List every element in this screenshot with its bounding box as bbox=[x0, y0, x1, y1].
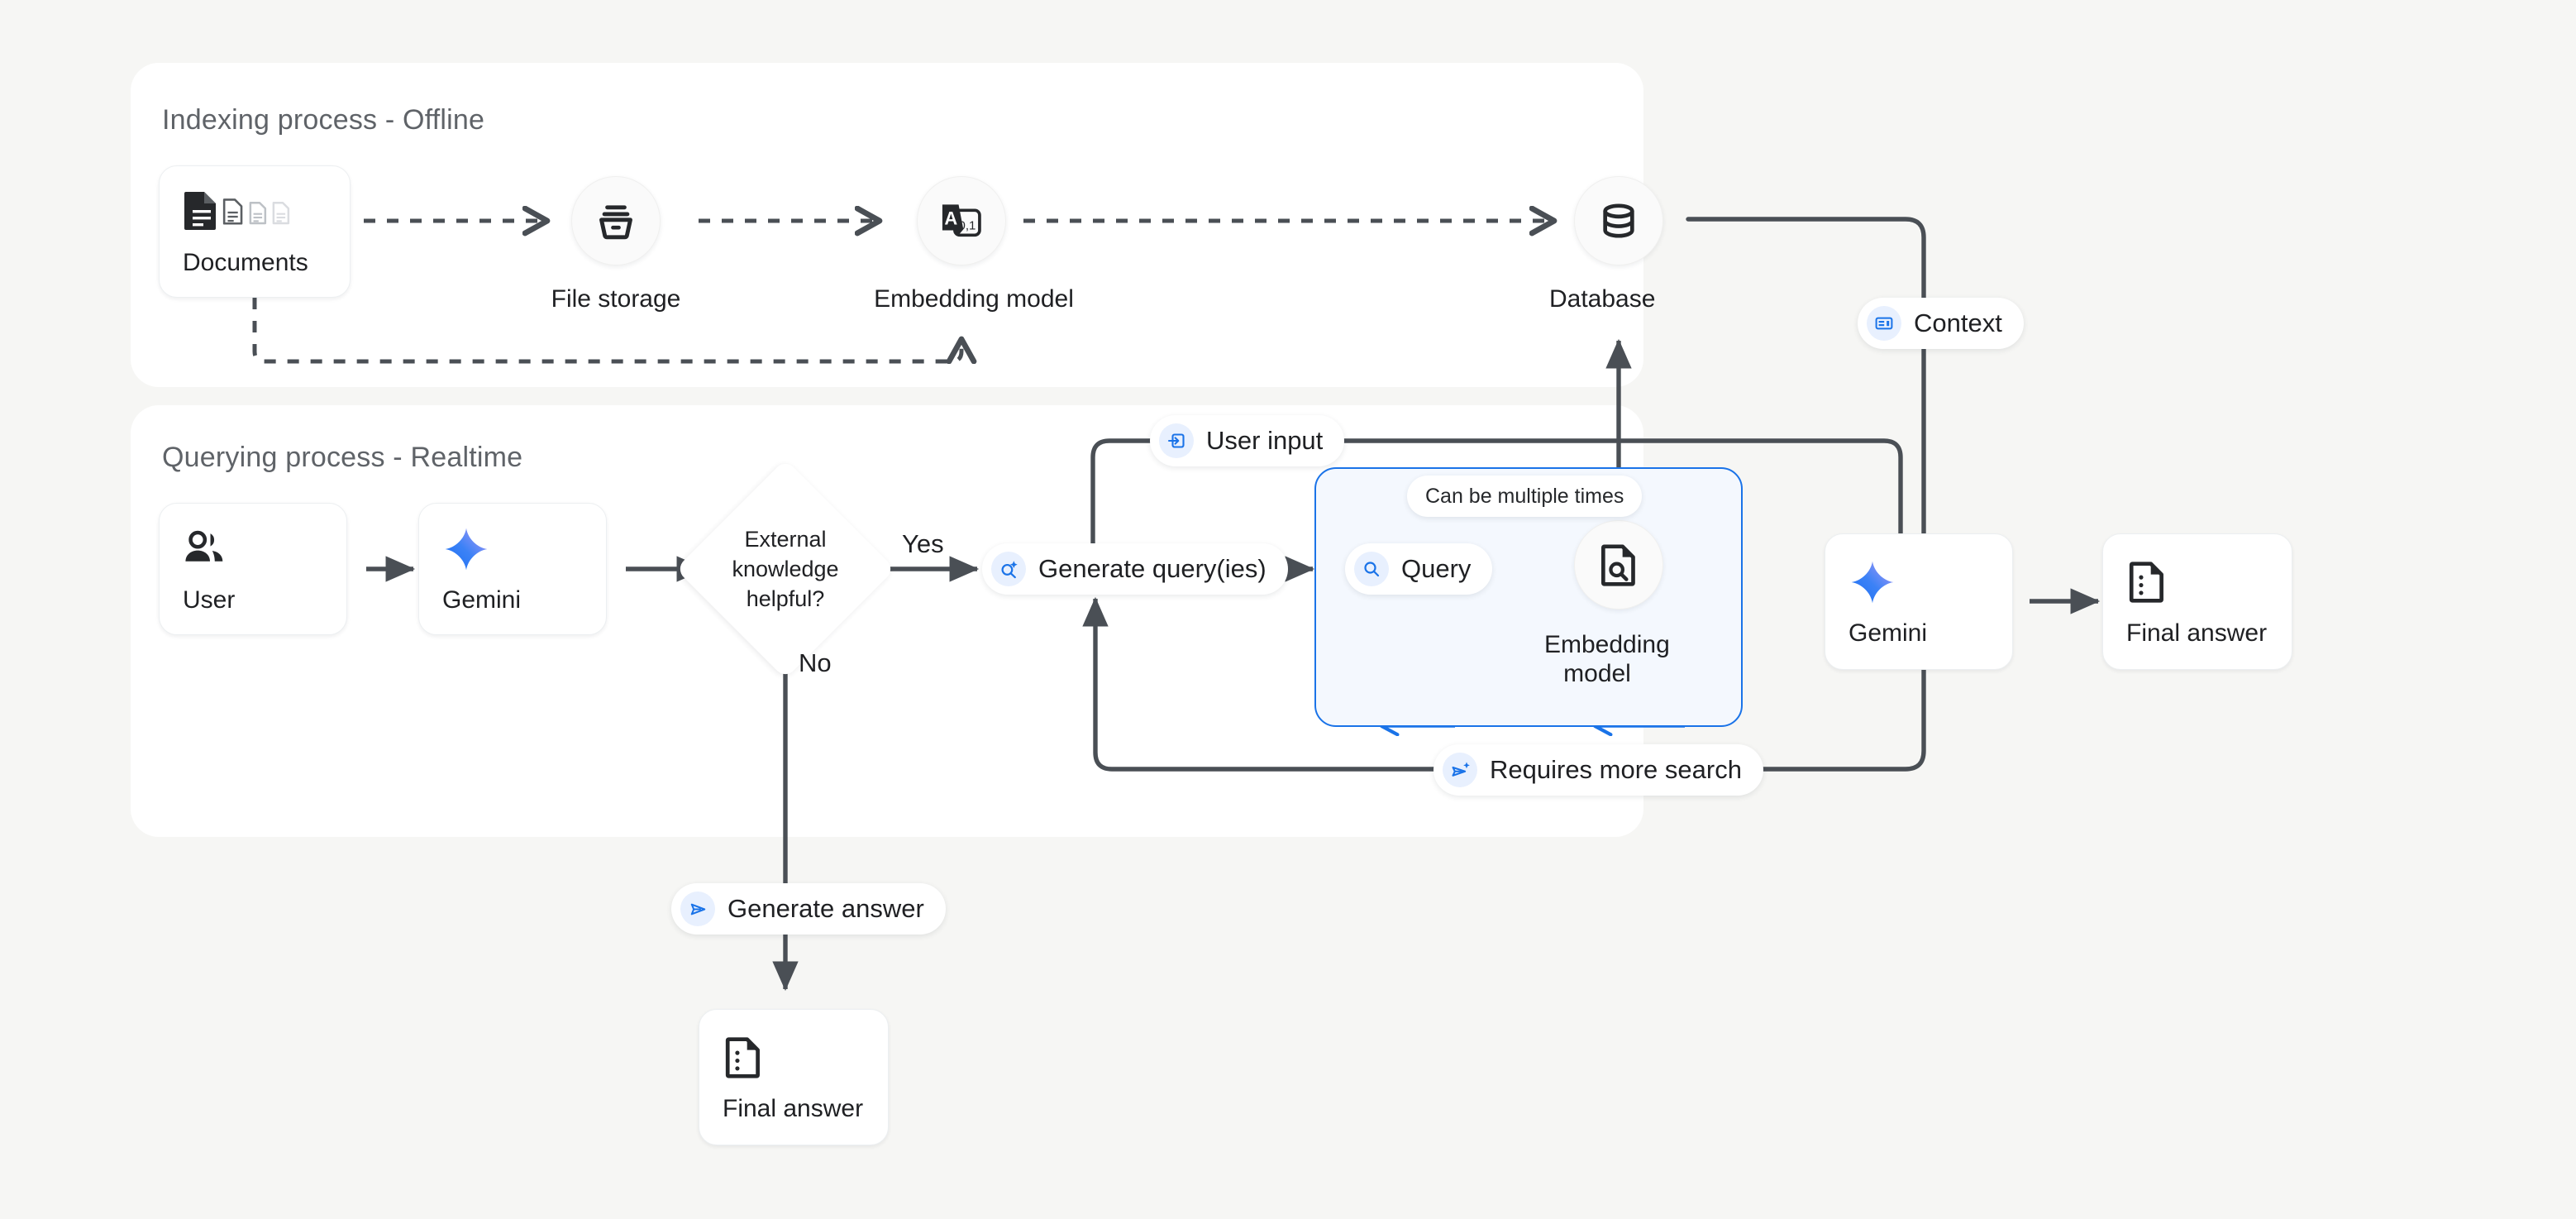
gemini-sparkle-icon bbox=[442, 523, 606, 575]
document-search-icon bbox=[1601, 544, 1635, 586]
gemini-right-label: Gemini bbox=[1849, 619, 1928, 647]
generate-answer-label: Generate answer bbox=[727, 894, 924, 923]
embedding-model-label: Embedding model bbox=[874, 285, 1074, 313]
embedding-model-node[interactable]: 0,1 A bbox=[917, 176, 1006, 265]
indexing-panel-title: Indexing process - Offline bbox=[162, 104, 485, 136]
requires-more-search-badge[interactable]: Requires more search bbox=[1433, 744, 1763, 796]
user-input-label: User input bbox=[1206, 426, 1324, 455]
query-label: Query bbox=[1401, 554, 1472, 583]
embedding-model-loop-node[interactable] bbox=[1574, 520, 1663, 610]
user-input-badge[interactable]: User input bbox=[1150, 415, 1345, 466]
gemini-left-card[interactable]: Gemini bbox=[418, 503, 607, 635]
archive-box-icon bbox=[599, 205, 632, 240]
user-card[interactable]: User bbox=[159, 503, 347, 635]
text-to-vector-icon: 0,1 A bbox=[942, 204, 981, 237]
gemini-sparkle-icon bbox=[1849, 557, 2012, 608]
answer-document-icon bbox=[2126, 557, 2292, 608]
yes-label: Yes bbox=[902, 529, 944, 558]
context-badge[interactable]: Context bbox=[1858, 298, 2024, 349]
final-answer-right-label: Final answer bbox=[2126, 619, 2268, 647]
query-badge[interactable]: Query bbox=[1345, 543, 1493, 595]
decision-label: External knowledge helpful? bbox=[732, 526, 839, 612]
database-node[interactable] bbox=[1574, 176, 1663, 265]
embedding-model-loop-label: Embedding model bbox=[1544, 631, 1670, 688]
final-answer-right-card[interactable]: Final answer bbox=[2102, 533, 2292, 670]
search-sparkle-icon bbox=[991, 552, 1026, 586]
send-sparkle-icon bbox=[1443, 753, 1477, 787]
file-storage-label: File storage bbox=[551, 285, 681, 313]
documents-label: Documents bbox=[183, 249, 308, 276]
final-answer-bottom-label: Final answer bbox=[723, 1094, 864, 1122]
generate-queries-label: Generate query(ies) bbox=[1038, 554, 1267, 583]
people-icon bbox=[183, 523, 346, 575]
requires-more-search-label: Requires more search bbox=[1490, 755, 1742, 784]
querying-panel-title: Querying process - Realtime bbox=[162, 442, 523, 473]
file-storage-node[interactable] bbox=[571, 176, 661, 265]
can-be-multiple-times-label: Can be multiple times bbox=[1425, 484, 1624, 508]
search-icon bbox=[1354, 552, 1389, 586]
svg-text:A: A bbox=[944, 208, 957, 229]
send-icon bbox=[680, 892, 715, 926]
database-icon bbox=[1603, 203, 1634, 238]
database-label: Database bbox=[1549, 285, 1656, 313]
context-card-icon bbox=[1867, 306, 1901, 341]
generate-answer-badge[interactable]: Generate answer bbox=[671, 883, 946, 935]
decision-diamond[interactable]: External knowledge helpful? bbox=[675, 459, 895, 679]
context-label: Context bbox=[1914, 308, 2002, 337]
gemini-right-card[interactable]: Gemini bbox=[1825, 533, 2013, 670]
no-label: No bbox=[799, 648, 832, 677]
final-answer-bottom-card[interactable]: Final answer bbox=[699, 1009, 889, 1145]
gemini-left-label: Gemini bbox=[442, 586, 522, 614]
can-be-multiple-times-badge: Can be multiple times bbox=[1407, 476, 1643, 517]
answer-document-icon bbox=[723, 1032, 888, 1083]
documents-icon bbox=[183, 186, 350, 237]
documents-card[interactable]: Documents bbox=[159, 165, 351, 298]
user-label: User bbox=[183, 586, 236, 614]
input-arrow-icon bbox=[1159, 423, 1194, 458]
generate-queries-badge[interactable]: Generate query(ies) bbox=[982, 543, 1288, 595]
